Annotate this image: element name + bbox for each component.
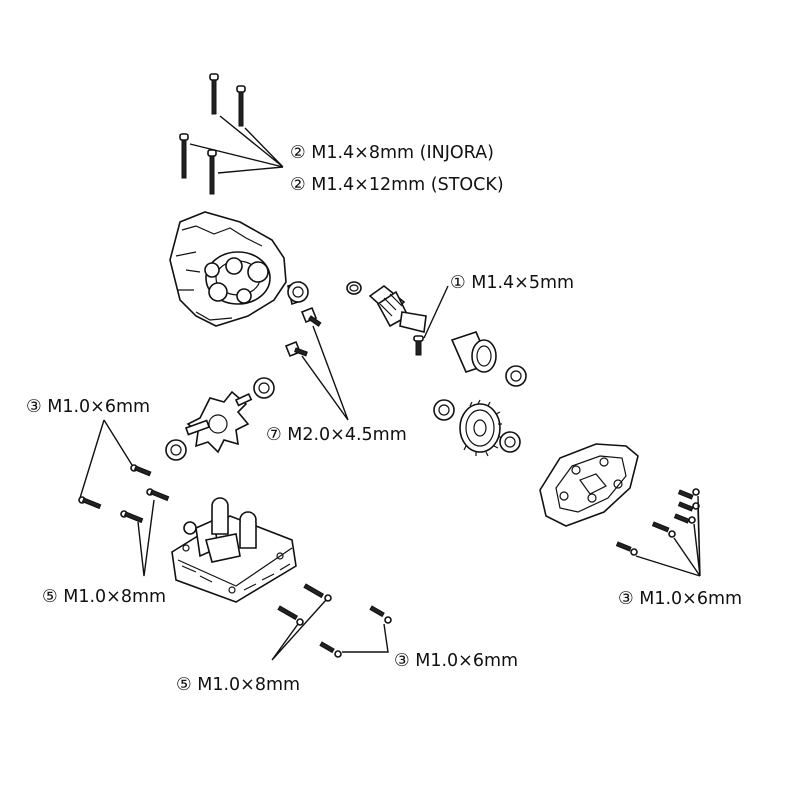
chassis-base-icon bbox=[171, 497, 297, 603]
callout-chassis-screws-left-top: ③ M1.0×6mm bbox=[26, 397, 150, 417]
bearing-icon bbox=[253, 377, 275, 399]
bottom-screw-icon bbox=[369, 605, 392, 624]
callout-chassis-screws-left-bottom: ⑤ M1.0×8mm bbox=[42, 587, 166, 607]
bottom-screw-icon bbox=[319, 641, 342, 658]
cover-screw-icon bbox=[673, 513, 696, 524]
chassis-screw-icon bbox=[130, 464, 152, 477]
screw-icon bbox=[236, 85, 246, 127]
o-ring-icon bbox=[346, 281, 362, 295]
leader-line bbox=[423, 285, 449, 339]
cover-screw-icon bbox=[651, 521, 676, 538]
leader-line bbox=[79, 419, 155, 577]
callout-bottom-screws-short: ③ M1.0×6mm bbox=[394, 651, 518, 671]
bearing-icon bbox=[287, 280, 309, 306]
screw-icon bbox=[179, 133, 189, 179]
drive-gear-icon bbox=[184, 390, 253, 454]
callout-cover-screws: ③ M1.0×6mm bbox=[618, 589, 742, 609]
screw-icon bbox=[209, 73, 219, 115]
chassis-screw-icon bbox=[120, 510, 144, 524]
chassis-screw-icon bbox=[146, 488, 170, 502]
leader-line bbox=[189, 115, 284, 174]
shaft-screw-icon bbox=[284, 340, 308, 358]
callout-pinion-screw: ① M1.4×5mm bbox=[450, 273, 574, 293]
shaft-screw-icon bbox=[300, 306, 322, 327]
gearbox-housing-icon bbox=[169, 211, 287, 327]
leader-line bbox=[271, 599, 389, 661]
callout-bottom-screws-long: ⑤ M1.0×8mm bbox=[176, 675, 300, 695]
cover-screw-icon bbox=[677, 488, 700, 500]
bearing-icon bbox=[499, 431, 521, 453]
cover-screw-icon bbox=[677, 501, 700, 512]
callout-shaft-screws: ⑦ M2.0×4.5mm bbox=[266, 425, 407, 445]
gear-sleeve-icon bbox=[450, 331, 497, 373]
bottom-screw-icon bbox=[303, 583, 332, 602]
cover-screw-icon bbox=[615, 541, 638, 556]
bearing-icon bbox=[505, 365, 527, 387]
callout-gearbox-screws-stock: ② M1.4×12mm (STOCK) bbox=[290, 175, 504, 195]
bearing-icon bbox=[165, 439, 187, 461]
spur-gear-icon bbox=[459, 399, 503, 457]
bottom-screw-icon bbox=[277, 605, 304, 626]
screws-m1-4-group bbox=[179, 73, 284, 195]
leader-line bbox=[301, 325, 349, 421]
screw-icon bbox=[207, 149, 217, 195]
bearing-icon bbox=[433, 399, 455, 421]
side-cover-icon bbox=[539, 443, 639, 527]
callout-gearbox-screws-injora: ② M1.4×8mm (INJORA) bbox=[290, 143, 494, 163]
leader-line bbox=[635, 495, 701, 577]
worm-shaft-icon bbox=[368, 284, 427, 333]
pinion-screw-icon bbox=[413, 335, 424, 356]
chassis-screw-icon bbox=[78, 496, 102, 510]
